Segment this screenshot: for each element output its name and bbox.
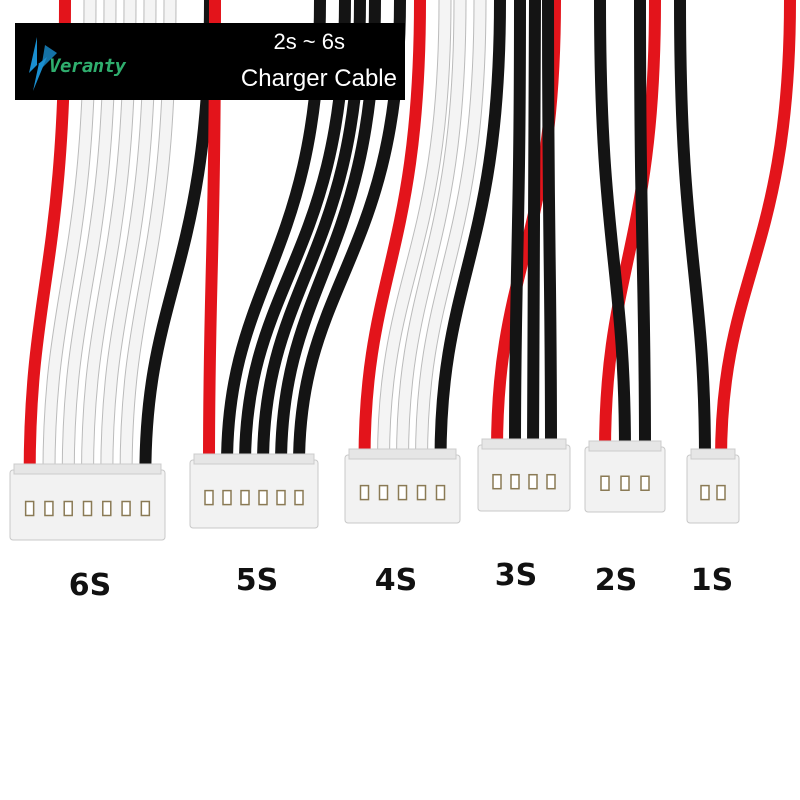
connector-pin: [82, 500, 93, 517]
connector-latch: [690, 448, 736, 460]
black-wire: [634, 0, 651, 458]
connector-pin: [204, 489, 214, 506]
connector-pin: [700, 484, 710, 501]
black-wire: [594, 0, 631, 458]
cable-label-3s: 3S: [494, 558, 538, 593]
connector-pin: [222, 489, 232, 506]
brand-logo-text: Veranty: [49, 55, 126, 77]
connector-pin: [121, 500, 131, 517]
red-wire: [358, 0, 426, 466]
connector-pin: [102, 500, 112, 517]
connector-pin: [24, 500, 35, 517]
connector-pin: [258, 489, 268, 506]
connector-pin: [600, 475, 610, 491]
cable-label-2s: 2S: [594, 563, 638, 598]
connector-latch: [13, 463, 162, 475]
cable-label-1s: 1S: [690, 563, 734, 598]
white-wire: [416, 0, 486, 466]
connector-latch: [588, 440, 662, 452]
connector-pin: [492, 473, 502, 490]
connector-pin: [63, 500, 73, 517]
banner-title-line2: Charger Cable: [240, 65, 397, 92]
black-wire: [674, 0, 711, 466]
cable-label-6s: 6S: [68, 568, 112, 603]
connector-pin: [240, 489, 250, 506]
connector-pin: [44, 500, 54, 517]
connector-pin: [416, 484, 427, 501]
cable-label-4s: 4S: [374, 563, 418, 598]
connector-latch: [348, 448, 457, 460]
black-wire: [542, 0, 557, 456]
connector-pin: [620, 475, 630, 491]
connector-pin: [140, 500, 151, 517]
black-wire: [434, 0, 506, 466]
jst-connector: [477, 444, 571, 512]
connector-pin: [716, 484, 726, 501]
connector-pin: [528, 473, 538, 490]
black-wire: [509, 0, 526, 456]
connector-latch: [481, 438, 567, 450]
connector-latch: [193, 453, 315, 465]
connector-pin: [276, 489, 286, 506]
brand-banner: Veranty 2s ~ 6s Charger Cable: [15, 23, 405, 100]
red-wire: [599, 0, 661, 458]
connector-pin: [546, 473, 556, 490]
connector-pin: [397, 484, 408, 501]
white-wire: [378, 0, 451, 466]
connector-pin: [510, 473, 520, 490]
connector-pin: [294, 489, 304, 506]
white-wire: [397, 0, 466, 466]
connector-pin: [435, 484, 446, 501]
cable-label-5s: 5S: [235, 563, 279, 598]
jst-connector: [686, 454, 740, 524]
black-wire: [527, 0, 541, 456]
red-wire: [715, 0, 796, 466]
banner-title-line1: 2s ~ 6s: [273, 29, 345, 54]
connector-pin: [359, 484, 370, 501]
connector-pin: [640, 475, 650, 491]
lightning-logo-icon: [29, 37, 57, 91]
connector-pin: [378, 484, 389, 501]
